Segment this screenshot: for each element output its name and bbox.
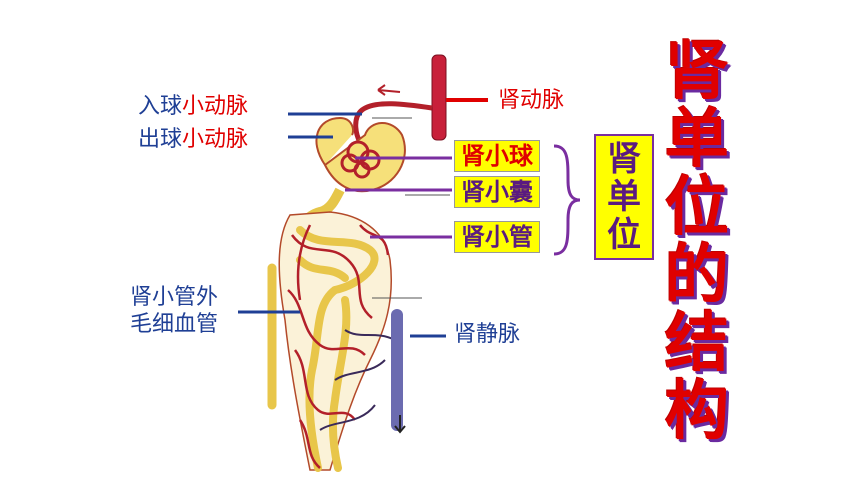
afferent-arteriole (353, 101, 433, 144)
venules (319, 329, 396, 431)
efferent-arteriole-label: 出球小动脉 (138, 127, 249, 152)
nephron-group-label: 肾 单 位 (594, 134, 654, 260)
grouping-brace (553, 144, 581, 256)
peritubular-capillaries (287, 224, 390, 469)
peritubular-label-line1: 肾小管外 (130, 285, 219, 310)
bowman-capsule (315, 116, 406, 193)
peritubular-label-line2: 毛细血管 (130, 312, 219, 337)
purple-pointers (345, 156, 452, 239)
afferent-arteriole-label: 入球小动脉 (138, 94, 249, 119)
renal-artery-label: 肾动脉 (498, 88, 565, 113)
renal-vein-label: 肾静脉 (454, 322, 521, 347)
glomerulus (340, 140, 381, 179)
renal-vein-arrow (394, 415, 406, 434)
flow-arrow (377, 84, 401, 96)
renal-artery-vessel (431, 54, 447, 141)
blue-pointers (238, 112, 446, 338)
part-renal-tubule: 肾小管 (454, 221, 540, 253)
slide-title: 肾 单 位 的 结 构 (665, 35, 729, 449)
tubules (296, 226, 379, 472)
part-bowman-capsule: 肾小囊 (454, 176, 540, 208)
part-glomerulus: 肾小球 (454, 140, 540, 172)
